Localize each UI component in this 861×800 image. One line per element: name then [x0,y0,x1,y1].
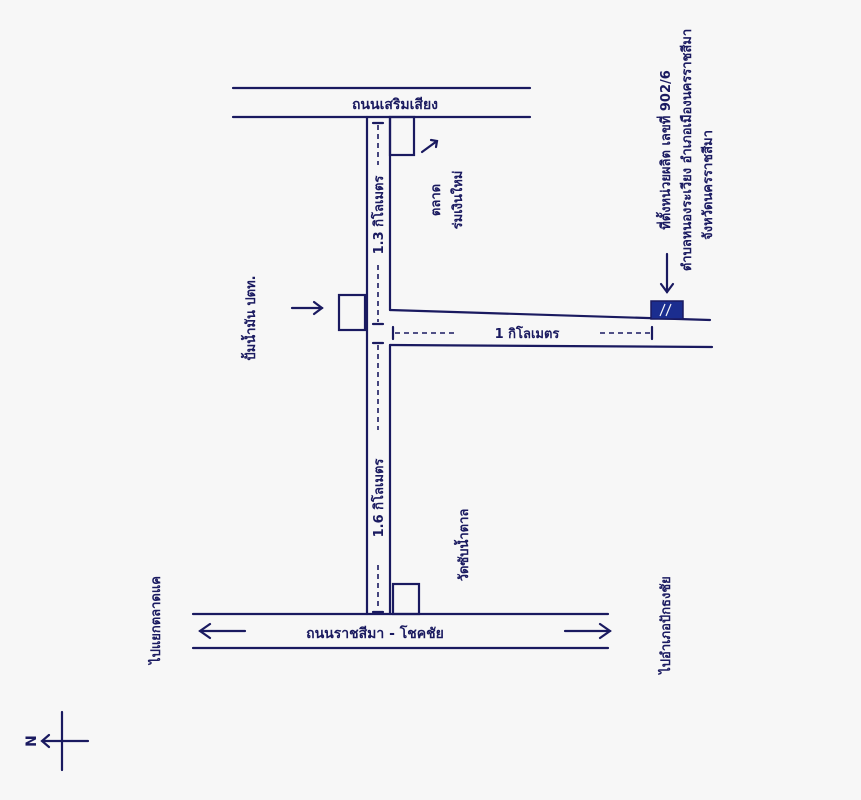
market-landmark: ตลาด ร่มเงินใหม่ [388,115,466,230]
destination-label-line1: ที่ตั้งหน่วยผลิต เลขที่ 902/6 [655,70,674,230]
right-direction-label: ไปอำเภอปักธงชัย [657,576,674,676]
bottom-road: ถนนราชสีมา - โชคชัย [191,612,610,650]
destination-label-line3: จังหวัดนครราชสีมา [700,130,716,240]
lower-distance-label: 1.6 กิโลเมตร [370,459,387,538]
branch-distance-label: 1 กิโลเมตร [495,325,560,342]
temple-label: วัดซับน้ำตาล [453,509,472,582]
compass-north-icon: N [24,710,90,772]
top-road-label: ถนนเสริมเสียง [352,97,438,113]
market-label-line2: ร่มเงินใหม่ [449,171,466,230]
left-arrow-icon [198,622,247,640]
branch-distance-marker: 1 กิโลเมตร [391,325,654,342]
temple-landmark: วัดซับน้ำตาล [391,509,472,616]
gas-station-landmark: ปั้มน้ำมัน ปตท. [240,275,367,361]
bottom-road-label: ถนนราชสีมา - โชคชัย [306,624,444,642]
destination-landmark: ที่ตั้งหน่วยผลิต เลขที่ 902/6 ตำบลหนองระ… [650,29,716,320]
right-arrow-icon [563,622,612,640]
upper-distance-label: 1.3 กิโลเมตร [370,176,387,255]
gas-station-label: ปั้มน้ำมัน ปตท. [240,275,259,360]
upper-distance-marker: 1.3 กิโลเมตร [370,121,387,326]
top-road: ถนนเสริมเสียง [231,86,532,119]
compass-north-letter: N [24,735,40,747]
market-label-line1: ตลาด [429,184,444,216]
destination-label-line2: ตำบลหนองระเวียง อำเภอเมืองนครราชสีมา [679,29,695,271]
lower-distance-marker: 1.6 กิโลเมตร [370,341,387,614]
left-direction-label: ไปแยกตลาดแค [147,576,164,666]
